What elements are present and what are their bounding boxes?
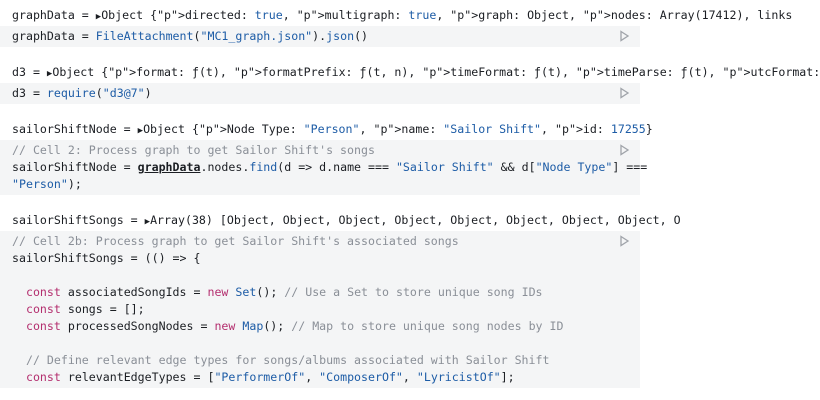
disclosure-triangle-icon[interactable]: ▶ xyxy=(144,217,151,227)
output-name: sailorShiftNode xyxy=(12,122,117,136)
notebook-cell-d3: d3 = ▶Object {"p">format: ƒ(t), "p">form… xyxy=(0,63,820,104)
code-line xyxy=(12,335,606,352)
code-line: const songs = []; xyxy=(25,302,145,316)
cell-source[interactable]: graphData = FileAttachment("MC1_graph.js… xyxy=(0,26,640,47)
code-line: "Person"); xyxy=(12,177,82,191)
cell-output[interactable]: sailorShiftSongs = ▶Array(38) [Object, O… xyxy=(12,213,681,227)
run-cell-icon[interactable] xyxy=(618,87,630,99)
cell-source[interactable]: d3 = require("d3@7") xyxy=(0,83,640,104)
cell-output[interactable]: sailorShiftNode = ▶Object {"p">Node Type… xyxy=(12,122,653,136)
code-line: const processedSongNodes = new Map(); //… xyxy=(25,319,564,333)
output-preview: {"p">format: ƒ(t), "p">formatPrefix: ƒ(t… xyxy=(101,65,820,79)
code-line: sailorShiftSongs = (() => { xyxy=(12,251,201,265)
disclosure-triangle-icon[interactable]: ▶ xyxy=(46,69,53,79)
output-name: graphData xyxy=(12,8,75,22)
code-line: // Cell 2: Process graph to get Sailor S… xyxy=(12,143,375,157)
cell-output[interactable]: d3 = ▶Object {"p">format: ƒ(t), "p">form… xyxy=(12,65,820,79)
disclosure-triangle-icon[interactable]: ▶ xyxy=(137,126,144,136)
output-preview: [Object, Object, Object, Object, Object,… xyxy=(219,213,681,227)
cell-source[interactable]: // Cell 2b: Process graph to get Sailor … xyxy=(0,231,640,388)
code-line: sailorShiftNode = graphData.nodes.find(d… xyxy=(12,160,648,174)
code-line: // Define relevant edge types for songs/… xyxy=(25,353,550,367)
notebook-cell-sailorshiftsongs: sailorShiftSongs = ▶Array(38) [Object, O… xyxy=(0,211,681,388)
code-line: graphData = FileAttachment("MC1_graph.js… xyxy=(12,29,369,43)
code-line xyxy=(12,267,606,284)
output-name: d3 xyxy=(12,65,26,79)
notebook-cell-sailorshiftnode: sailorShiftNode = ▶Object {"p">Node Type… xyxy=(0,120,653,195)
output-type[interactable]: Array(38) xyxy=(150,213,213,227)
cell-output[interactable]: graphData = ▶Object {"p">directed: true,… xyxy=(12,8,793,22)
output-type[interactable]: Object xyxy=(101,8,144,22)
output-type[interactable]: Object xyxy=(52,65,95,79)
run-cell-icon[interactable] xyxy=(618,144,630,156)
output-preview: {"p">Node Type: "Person", "p">name: "Sai… xyxy=(191,122,653,136)
code-line: d3 = require("d3@7") xyxy=(12,86,152,100)
disclosure-triangle-icon[interactable]: ▶ xyxy=(95,12,102,22)
output-type[interactable]: Object xyxy=(143,122,185,136)
cell-source[interactable]: // Cell 2: Process graph to get Sailor S… xyxy=(0,140,648,195)
code-line: const relevantEdgeTypes = ["PerformerOf"… xyxy=(25,370,515,384)
code-line: const associatedSongIds = new Set(); // … xyxy=(25,285,543,299)
run-cell-icon[interactable] xyxy=(618,235,630,247)
output-preview: {"p">directed: true, "p">multigraph: tru… xyxy=(150,8,793,22)
notebook-cell-graphdata: graphData = ▶Object {"p">directed: true,… xyxy=(0,0,793,47)
code-block: // Cell 2b: Process graph to get Sailor … xyxy=(12,233,606,386)
run-cell-icon[interactable] xyxy=(618,30,630,42)
output-name: sailorShiftSongs xyxy=(12,213,124,227)
code-line: // Cell 2b: Process graph to get Sailor … xyxy=(12,234,459,248)
